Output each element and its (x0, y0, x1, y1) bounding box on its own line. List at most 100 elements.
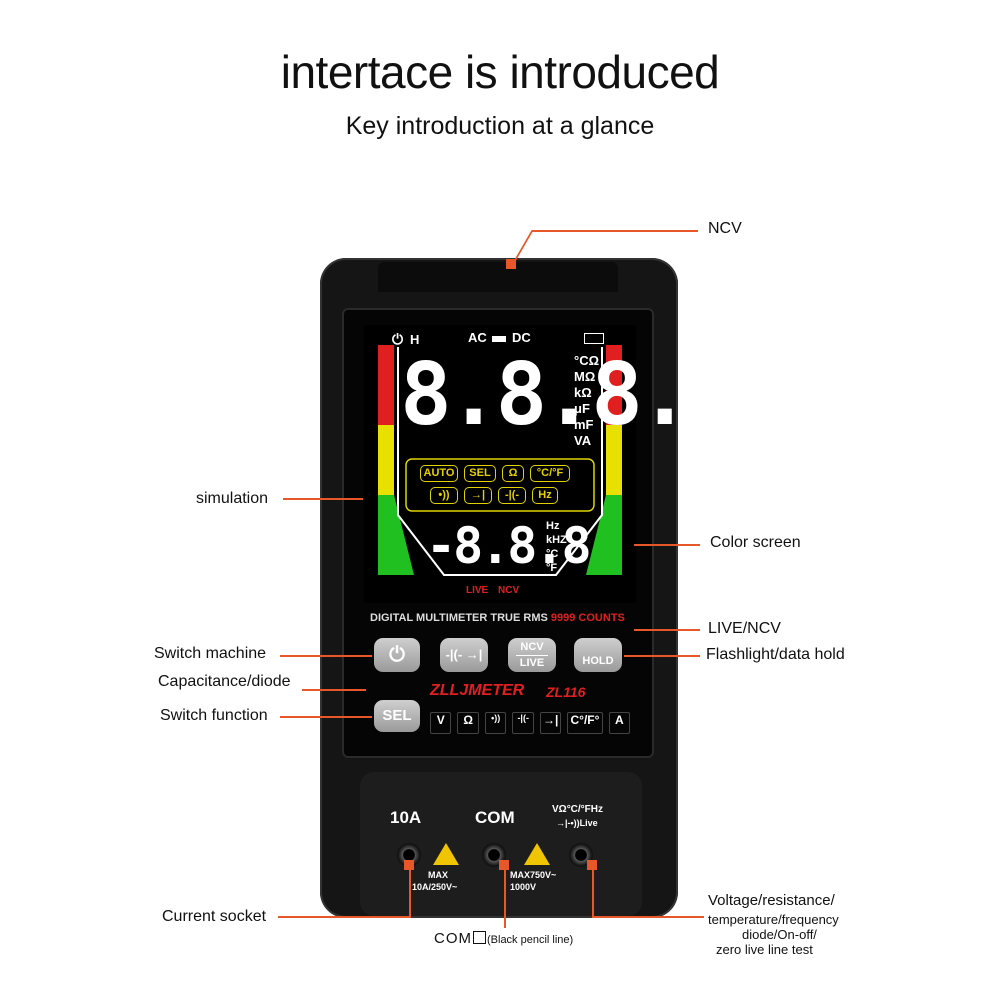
max-right-2: 1000V (510, 882, 537, 892)
dc-bar-icon (492, 336, 506, 342)
callout-switch-machine: Switch machine (154, 645, 267, 662)
com-box-icon (473, 931, 486, 944)
hold-label: HOLD (582, 655, 614, 667)
bar-red-right (606, 345, 622, 425)
flashlight-leader (624, 655, 700, 657)
callout-live-ncv: LIVE/NCV (708, 620, 781, 637)
battery-icon (584, 333, 604, 344)
ncv-indicator: NCV (498, 585, 520, 596)
mode-volts: V (430, 712, 452, 734)
ncv-leader-b (532, 230, 698, 232)
mode-row: V Ω •)) -|(- →| C°/F° A (430, 712, 631, 734)
sub-units: Hz kHZ °C °F (546, 519, 567, 575)
callout-com: COM (Black pencil line) (434, 930, 573, 947)
chip-diode: →| (464, 487, 492, 504)
bar-yellow-left (378, 425, 394, 495)
port-label-10a: 10A (390, 808, 422, 827)
current-socket-marker (404, 860, 414, 870)
warning-icon-left (433, 843, 459, 865)
unit-item: μF (574, 401, 590, 416)
mode-continuity: •)) (484, 712, 507, 734)
com-prefix: COM (434, 930, 472, 947)
ncv-label: NCV (516, 640, 548, 656)
voltage-leader-b (592, 916, 704, 918)
port-label-com: COM (475, 808, 515, 827)
main-reading: 8.8.8.8 (400, 345, 738, 445)
max-left-2: 10A/250V~ (412, 882, 458, 892)
callout-color-screen: Color screen (710, 534, 801, 551)
ncv-sensor-cap (378, 262, 618, 292)
callout-current-socket: Current socket (162, 908, 267, 925)
unit-item: MΩ (574, 369, 596, 384)
hold-flashlight-button[interactable]: HOLD (574, 638, 622, 672)
bar-yellow-right (606, 425, 622, 495)
page-subtitle: Key introduction at a glance (345, 112, 655, 140)
mode-diode: →| (539, 712, 562, 734)
unit-item: °C (546, 548, 559, 560)
callout-voltage-line-2: diode/On-off/ (742, 927, 817, 942)
chip-continuity: •)) (430, 487, 458, 504)
live-label: LIVE (519, 657, 545, 669)
callout-ncv: NCV (708, 220, 742, 237)
callout-voltage-line-1: temperature/frequency (708, 912, 839, 927)
switch-function-leader (280, 716, 372, 718)
mode-temperature: C°/F° (567, 712, 603, 734)
screen-frame (397, 347, 603, 576)
color-screen: ⏻ H AC DC 8.8.8.8 °CΩ MΩ kΩ μF mF VA AUT… (364, 325, 738, 603)
capacitance-diode-button[interactable]: -|(- →| (440, 638, 488, 672)
sel-button[interactable]: SEL (374, 700, 420, 732)
dc-indicator: DC (512, 330, 531, 345)
voltage-marker (587, 860, 597, 870)
port-label-v-line1: VΩ°C/°FHz (552, 804, 604, 815)
com-suffix: (Black pencil line) (487, 934, 574, 946)
main-units: °CΩ MΩ kΩ μF mF VA (574, 353, 604, 449)
unit-item: °F (546, 562, 558, 574)
ncv-live-button[interactable]: NCV LIVE (508, 638, 556, 672)
chip-capacitance: -|(- (498, 487, 526, 504)
brand-logo: ZLLJMETER (430, 682, 525, 699)
power-button[interactable]: ⏻ (374, 638, 420, 672)
sub-reading: -8.8.8 (426, 517, 592, 575)
callout-voltage-line-3: zero live line test (716, 942, 813, 957)
mode-amps: A (608, 712, 631, 734)
callout-flashlight: Flashlight/data hold (706, 646, 845, 663)
mode-ohm: Ω (457, 712, 479, 734)
bar-red-left (378, 345, 394, 425)
model-line: DIGITAL MULTIMETER TRUE RMS 9999 COUNTS (370, 612, 632, 624)
simulation-leader (283, 498, 363, 500)
chip-temp: °C/°F (530, 465, 570, 482)
voltage-leader-a (592, 868, 594, 918)
model-line-red: 9999 COUNTS (550, 612, 625, 624)
callout-capacitance: Capacitance/diode (158, 673, 291, 690)
callout-switch-function: Switch function (160, 707, 268, 724)
unit-item: mF (574, 417, 594, 432)
unit-item: kHZ (546, 534, 567, 546)
warning-icon-right (524, 843, 550, 865)
color-screen-leader (634, 544, 700, 546)
mode-capacitance: -|(- (512, 712, 534, 734)
unit-item: Hz (546, 520, 560, 532)
page-title: intertace is introduced (280, 46, 720, 98)
live-indicator: LIVE (466, 585, 489, 596)
com-marker (499, 860, 509, 870)
unit-item: VA (574, 433, 592, 448)
bar-green-right (586, 495, 622, 575)
unit-item: °CΩ (574, 353, 600, 368)
com-leader (504, 868, 506, 928)
max-right-1: MAX750V~ (510, 870, 557, 880)
chip-panel (405, 458, 595, 512)
chip-sel: SEL (464, 465, 496, 482)
chip-ohm: Ω (502, 465, 524, 482)
ncv-marker (506, 259, 516, 269)
unit-item: kΩ (574, 385, 592, 400)
model-line-white: DIGITAL MULTIMETER TRUE RMS (370, 612, 548, 624)
power-icon: ⏻ (389, 644, 405, 666)
live-ncv-leader (634, 629, 700, 631)
chip-hz: Hz (532, 487, 558, 504)
bar-green-left (378, 495, 414, 575)
power-icon: ⏻ (392, 331, 404, 347)
capacitance-leader (302, 689, 366, 691)
current-socket-leader-b (278, 916, 411, 918)
hold-indicator: H (410, 332, 420, 347)
port-label-v-line2: →|-•))Live (556, 818, 598, 828)
